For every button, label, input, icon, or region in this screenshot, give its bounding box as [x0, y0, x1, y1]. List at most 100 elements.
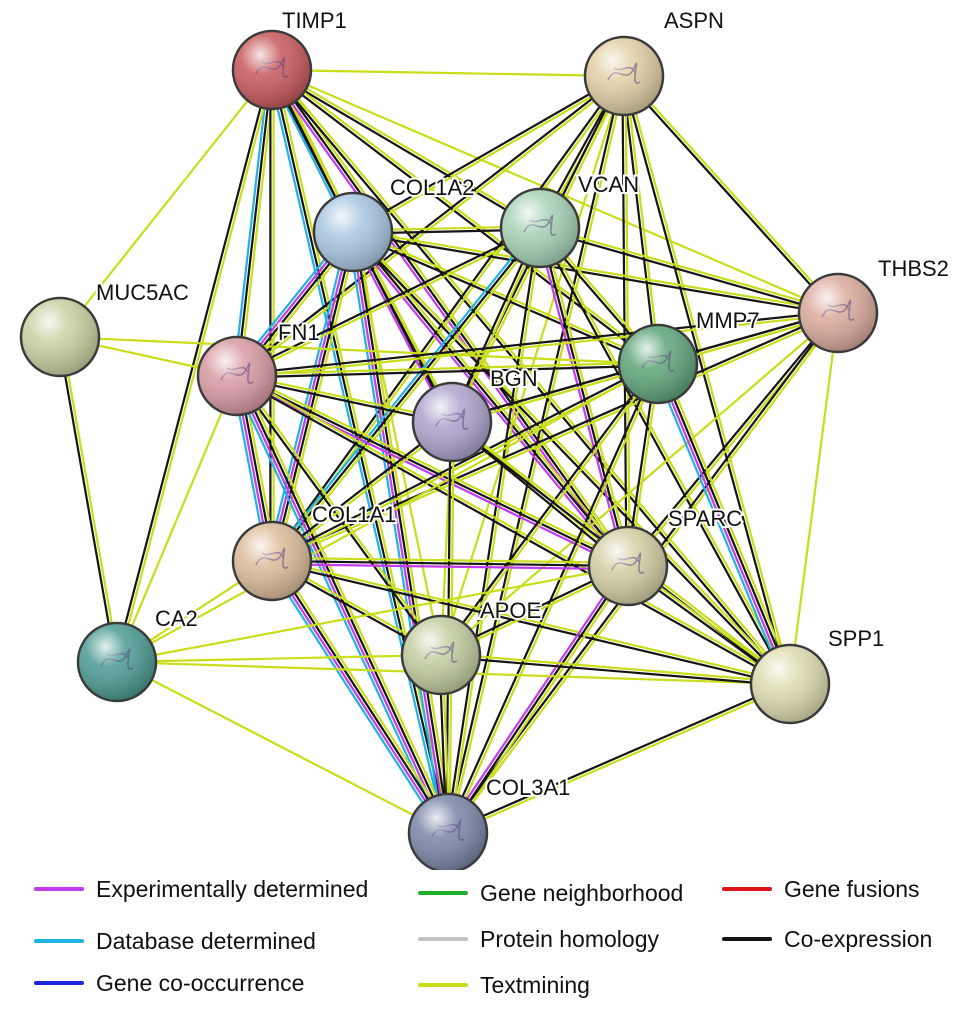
- edge-col1a2-spp1-coexpression: [350, 232, 790, 687]
- edge-aspn-fn1-coexpression: [234, 73, 625, 376]
- node-vcan[interactable]: VCAN: [499, 170, 641, 269]
- node-spp1-highlight: [752, 646, 828, 722]
- edge-spp1-col3a1-textmining: [447, 684, 792, 836]
- edge-thbs2-col1a1-coexpression: [270, 310, 839, 561]
- node-timp1-highlight: [234, 32, 310, 108]
- legend-label-fusion: Gene fusions: [784, 875, 920, 902]
- node-col3a1-label: COL3A1: [486, 775, 570, 800]
- edge-timp1-vcan-textmining: [271, 67, 542, 228]
- edge-aspn-mmp7-coexpression: [621, 75, 658, 366]
- edge-fn1-col3a1-database: [231, 376, 445, 837]
- node-bgn-label: BGN: [490, 366, 538, 391]
- node-sparc[interactable]: SPARC: [587, 504, 744, 607]
- edge-sparc-ca2-textmining: [115, 564, 630, 664]
- node-aspn[interactable]: ASPN: [583, 6, 726, 117]
- edge-sparc-col3a1-coexpression: [446, 564, 630, 835]
- edge-vcan-thbs2-textmining: [539, 225, 840, 313]
- edge-timp1-fn1-database: [232, 68, 270, 377]
- node-mmp7-highlight: [620, 326, 696, 402]
- node-col1a1[interactable]: COL1A1: [231, 500, 398, 602]
- edge-timp1-col3a1-database: [267, 69, 446, 835]
- node-col1a1-highlight: [234, 523, 310, 599]
- edge-col1a2-col1a1-experimental: [269, 230, 353, 562]
- legend-label-experimental: Experimentally determined: [96, 875, 369, 902]
- edge-fn1-ca2-textmining: [115, 374, 239, 664]
- node-bgn[interactable]: BGN: [411, 364, 540, 463]
- edge-col1a2-col1a1-textmining: [275, 232, 359, 564]
- edge-aspn-sparc-textmining: [624, 74, 631, 568]
- edge-thbs2-col1a1-textmining: [271, 313, 840, 564]
- node-col3a1[interactable]: COL3A1: [407, 773, 572, 870]
- edge-timp1-vcan-coexpression: [270, 70, 541, 231]
- edge-aspn-thbs2-coexpression: [621, 75, 838, 316]
- edge-col1a2-col3a1-textmining: [356, 230, 454, 834]
- legend-label-neighborhood: Gene neighborhood: [480, 879, 684, 906]
- edge-col1a2-thbs2-textmining: [352, 229, 840, 313]
- edge-aspn-mmp7-textmining: [624, 74, 661, 365]
- legend-swatch-neighborhood: [418, 891, 468, 895]
- edge-timp1-spp1-textmining: [272, 67, 793, 685]
- node-ca2[interactable]: CA2: [76, 604, 200, 703]
- edge-col1a1-sparc-textmining: [270, 556, 630, 564]
- node-ca2-highlight: [79, 624, 155, 700]
- node-fn1-highlight: [199, 338, 275, 414]
- edge-thbs2-spp1-textmining: [788, 311, 840, 686]
- edge-vcan-fn1-textmining: [236, 228, 542, 379]
- edge-mmp7-col3a1-coexpression: [445, 362, 658, 834]
- edge-timp1-col3a1-textmining: [274, 68, 453, 834]
- node-muc5ac[interactable]: MUC5AC: [19, 278, 191, 378]
- edge-vcan-spp1-coexpression: [537, 227, 790, 686]
- node-col1a2[interactable]: COL1A2: [312, 173, 476, 273]
- legend-item-database: Database determined: [34, 924, 316, 958]
- edge-fn1-spp1-textmining: [236, 373, 792, 684]
- edges-layer: [57, 67, 841, 837]
- edge-col1a2-apoe-textmining: [351, 230, 443, 657]
- edge-mmp7-spp1-database: [652, 364, 787, 687]
- edge-fn1-apoe-coexpression: [234, 375, 441, 658]
- edge-timp1-mmp7-textmining: [271, 67, 661, 364]
- node-sparc-label: SPARC: [668, 506, 742, 531]
- node-fn1[interactable]: FN1: [196, 318, 322, 417]
- edge-muc5ac-ca2-textmining: [60, 335, 120, 663]
- edge-vcan-col1a1-coexpression: [270, 226, 542, 563]
- legend-item-cooccurrence: Gene co-occurrence: [34, 966, 304, 1000]
- legend-item-textmining: Textmining: [418, 968, 590, 1002]
- edge-col1a1-col3a1-coexpression: [272, 559, 451, 834]
- edge-ca2-col3a1-textmining: [115, 660, 450, 835]
- legend-label-cooccurrence: Gene co-occurrence: [96, 969, 305, 996]
- edge-aspn-fn1-textmining: [236, 76, 627, 379]
- edge-mmp7-apoe-coexpression: [438, 361, 658, 656]
- legend-swatch-experimental: [34, 887, 84, 891]
- edge-vcan-col1a1-database: [268, 224, 539, 561]
- node-thbs2[interactable]: THBS2: [797, 254, 951, 354]
- legend-item-experimental: Experimentally determined: [34, 872, 368, 906]
- edge-aspn-spp1-coexpression: [621, 75, 790, 686]
- edge-sparc-col3a1-textmining: [449, 566, 632, 836]
- node-fn1-label: FN1: [278, 320, 320, 345]
- node-timp1[interactable]: TIMP1: [231, 6, 349, 111]
- node-vcan-highlight: [502, 190, 578, 266]
- edge-col1a1-sparc-coexpression: [270, 559, 630, 568]
- legend-swatch-cooccurrence: [34, 981, 84, 985]
- legend-swatch-database: [34, 939, 84, 943]
- edge-aspn-col3a1-coexpression: [445, 74, 624, 834]
- node-spp1[interactable]: SPP1: [749, 624, 886, 725]
- edge-col1a2-col1a1-database: [266, 229, 350, 561]
- edge-col1a2-thbs2-coexpression: [351, 232, 839, 316]
- node-col3a1-highlight: [410, 795, 486, 870]
- node-apoe[interactable]: APOE: [400, 596, 543, 696]
- legend-label-textmining: Textmining: [480, 971, 590, 998]
- node-timp1-label: TIMP1: [282, 8, 347, 33]
- edge-fn1-sparc-coexpression: [235, 374, 630, 568]
- legend-swatch-homology: [418, 937, 468, 941]
- edge-timp1-fn1-coexpression: [235, 68, 274, 378]
- edge-vcan-thbs2-coexpression: [538, 228, 839, 316]
- edge-mmp7-col1a1-coexpression: [270, 361, 659, 561]
- edge-col1a2-col3a1-database: [347, 231, 445, 835]
- legend-item-coexpression: Co-expression: [722, 922, 932, 956]
- edge-vcan-sparc-textmining: [541, 226, 633, 567]
- node-bgn-highlight: [414, 384, 490, 460]
- node-col1a2-label: COL1A2: [390, 175, 474, 200]
- node-thbs2-label: THBS2: [878, 256, 949, 281]
- node-mmp7[interactable]: MMP7: [617, 306, 762, 405]
